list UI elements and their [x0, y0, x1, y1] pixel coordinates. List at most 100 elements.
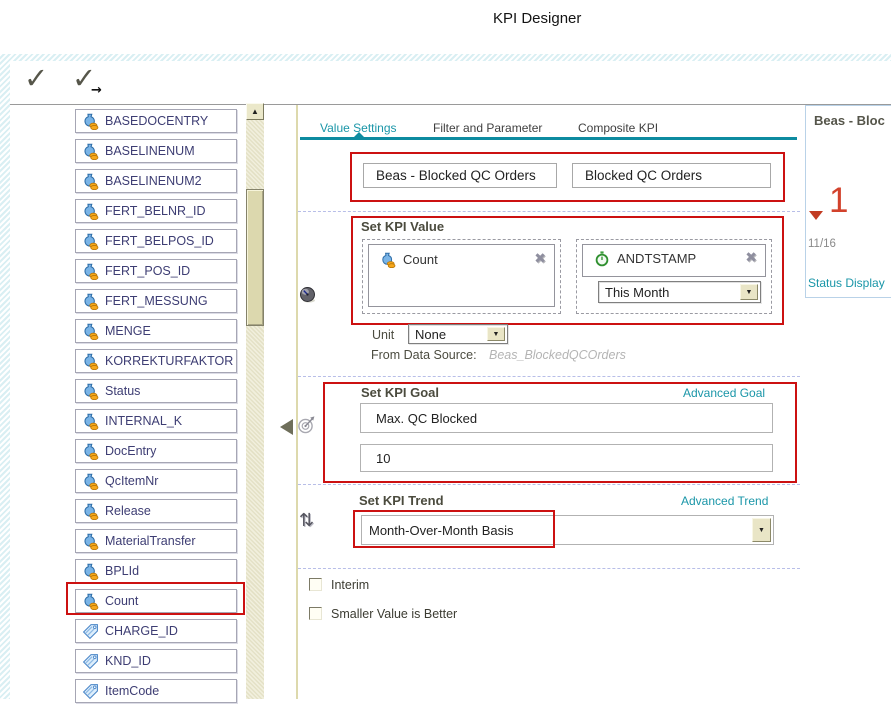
- toolbar-divider: [10, 104, 891, 105]
- trend-section-title: Set KPI Trend: [359, 493, 444, 508]
- remove-time-field-icon[interactable]: ✖: [745, 250, 757, 266]
- stopwatch-icon: [594, 251, 610, 267]
- trend-basis-value: Month-Over-Month Basis: [369, 522, 514, 538]
- preview-kpi-value: 1: [829, 181, 849, 220]
- sidebar-field-label: INTERNAL_K: [105, 414, 183, 428]
- measure-icon: [82, 443, 99, 460]
- interim-checkbox[interactable]: [309, 578, 322, 591]
- time-period-select[interactable]: This Month ▼: [598, 281, 761, 303]
- sidebar-field-list: BASEDOCENTRY BASELINENUM: [66, 109, 245, 709]
- sidebar-field-label: BPLId: [105, 564, 140, 578]
- measure-icon: [380, 252, 396, 268]
- sidebar-field-label: KORREKTURFAKTOR: [105, 354, 234, 368]
- measure-icon: [82, 413, 99, 430]
- gauge-icon: [299, 286, 317, 309]
- advanced-trend-link[interactable]: Advanced Trend: [681, 494, 769, 508]
- sidebar-field[interactable]: BPLId: [75, 559, 237, 583]
- sidebar-field-label: FERT_BELPOS_ID: [105, 234, 214, 248]
- sidebar-field[interactable]: MENGE: [75, 319, 237, 343]
- tab-filter-and-parameter[interactable]: Filter and Parameter: [433, 121, 543, 135]
- sidebar-field[interactable]: INTERNAL_K: [75, 409, 237, 433]
- sidebar-field[interactable]: MaterialTransfer: [75, 529, 237, 553]
- kpi-name-input[interactable]: [363, 163, 557, 188]
- sidebar-field[interactable]: KND_ID: [75, 649, 237, 673]
- tab-underline: [300, 137, 797, 140]
- datasource-label: From Data Source:: [371, 348, 477, 362]
- time-field-chip: ANDTSTAMP ✖: [582, 244, 766, 277]
- section-separator: [298, 376, 800, 377]
- sidebar-field[interactable]: DocEntry: [75, 439, 237, 463]
- check-glyph: ✓: [72, 61, 97, 95]
- active-tab-notch: [353, 132, 365, 138]
- measure-icon: [82, 383, 99, 400]
- sidebar-field-label: DocEntry: [105, 444, 157, 458]
- status-display-link[interactable]: Status Display: [808, 276, 885, 290]
- trend-down-icon: [809, 211, 823, 220]
- goal-value-input[interactable]: [360, 444, 773, 472]
- sidebar-field[interactable]: FERT_MESSUNG: [75, 289, 237, 313]
- measure-icon: [82, 233, 99, 250]
- sidebar-field-label: BASEDOCENTRY: [105, 114, 209, 128]
- confirm-check-icon[interactable]: ✓: [24, 61, 49, 95]
- measure-label: Count: [403, 252, 438, 267]
- tag-icon: [82, 683, 99, 700]
- sidebar-field[interactable]: BASEDOCENTRY: [75, 109, 237, 133]
- tab-composite-kpi[interactable]: Composite KPI: [578, 121, 659, 135]
- datasource-value: Beas_BlockedQCOrders: [489, 348, 626, 362]
- time-period-value: This Month: [605, 284, 670, 300]
- advanced-goal-link[interactable]: Advanced Goal: [683, 386, 766, 400]
- interim-label: Interim: [331, 578, 370, 592]
- sidebar-field-label: QcItemNr: [105, 474, 159, 488]
- measure-icon: [82, 353, 99, 370]
- scrollbar-up-arrow-icon[interactable]: ▲: [246, 103, 264, 120]
- sidebar-field[interactable]: FERT_BELPOS_ID: [75, 229, 237, 253]
- chevron-down-icon[interactable]: ▼: [487, 327, 505, 341]
- panel-divider: [296, 105, 298, 699]
- chevron-down-icon[interactable]: ▼: [740, 284, 758, 300]
- sidebar-field-label: BASELINENUM2: [105, 174, 202, 188]
- measure-chip: Count ✖: [368, 244, 555, 307]
- sidebar-field[interactable]: KORREKTURFAKTOR: [75, 349, 237, 373]
- window-frame-top: [0, 54, 891, 61]
- sidebar-field[interactable]: ItemCode: [75, 679, 237, 703]
- time-field-label: ANDTSTAMP: [617, 251, 697, 266]
- page-title: KPI Designer: [493, 10, 582, 27]
- unit-select[interactable]: None ▼: [408, 324, 508, 344]
- sidebar-field[interactable]: FERT_POS_ID: [75, 259, 237, 283]
- sidebar-field-label: ItemCode: [105, 684, 160, 698]
- sidebar-field[interactable]: CHARGE_ID: [75, 619, 237, 643]
- chevron-down-icon[interactable]: ▼: [752, 518, 771, 542]
- sidebar-field-label: Count: [105, 594, 139, 608]
- sidebar-field[interactable]: Count: [66, 582, 245, 615]
- preview-title: Beas - Bloc: [814, 113, 885, 128]
- tab-value-settings[interactable]: Value Settings: [320, 121, 397, 135]
- sidebar-field[interactable]: Status: [75, 379, 237, 403]
- arrow-right-icon: →: [91, 83, 102, 98]
- sidebar-field[interactable]: BASELINENUM: [75, 139, 237, 163]
- sidebar-field[interactable]: BASELINENUM2: [75, 169, 237, 193]
- sidebar-field[interactable]: FERT_BELNR_ID: [75, 199, 237, 223]
- sidebar-field-label: FERT_MESSUNG: [105, 294, 208, 308]
- measure-icon: [82, 533, 99, 550]
- collapse-panel-icon[interactable]: [280, 419, 293, 435]
- measure-icon: [82, 563, 99, 580]
- sidebar-field-label: FERT_BELNR_ID: [105, 204, 206, 218]
- measure-icon: [82, 293, 99, 310]
- sidebar-scrollbar-thumb[interactable]: [246, 189, 264, 326]
- measure-icon: [82, 173, 99, 190]
- trend-basis-select[interactable]: Month-Over-Month Basis ▼: [361, 515, 774, 545]
- measure-icon: [82, 503, 99, 520]
- goal-section-title: Set KPI Goal: [361, 385, 440, 400]
- sidebar-field[interactable]: QcItemNr: [75, 469, 237, 493]
- measure-icon: [82, 263, 99, 280]
- kpi-short-name-input[interactable]: [572, 163, 771, 188]
- remove-measure-icon[interactable]: ✖: [534, 251, 546, 267]
- sidebar-field[interactable]: Release: [75, 499, 237, 523]
- smaller-value-checkbox[interactable]: [309, 607, 322, 620]
- confirm-and-next-check-icon[interactable]: ✓ →: [72, 61, 102, 98]
- kpi-preview-card: Beas - Bloc 1 11/16 Status Display: [805, 105, 891, 298]
- unit-value: None: [415, 326, 447, 342]
- goal-name-input[interactable]: [360, 403, 773, 433]
- measure-drop-zone[interactable]: Count ✖: [362, 239, 561, 314]
- section-separator: [298, 484, 800, 485]
